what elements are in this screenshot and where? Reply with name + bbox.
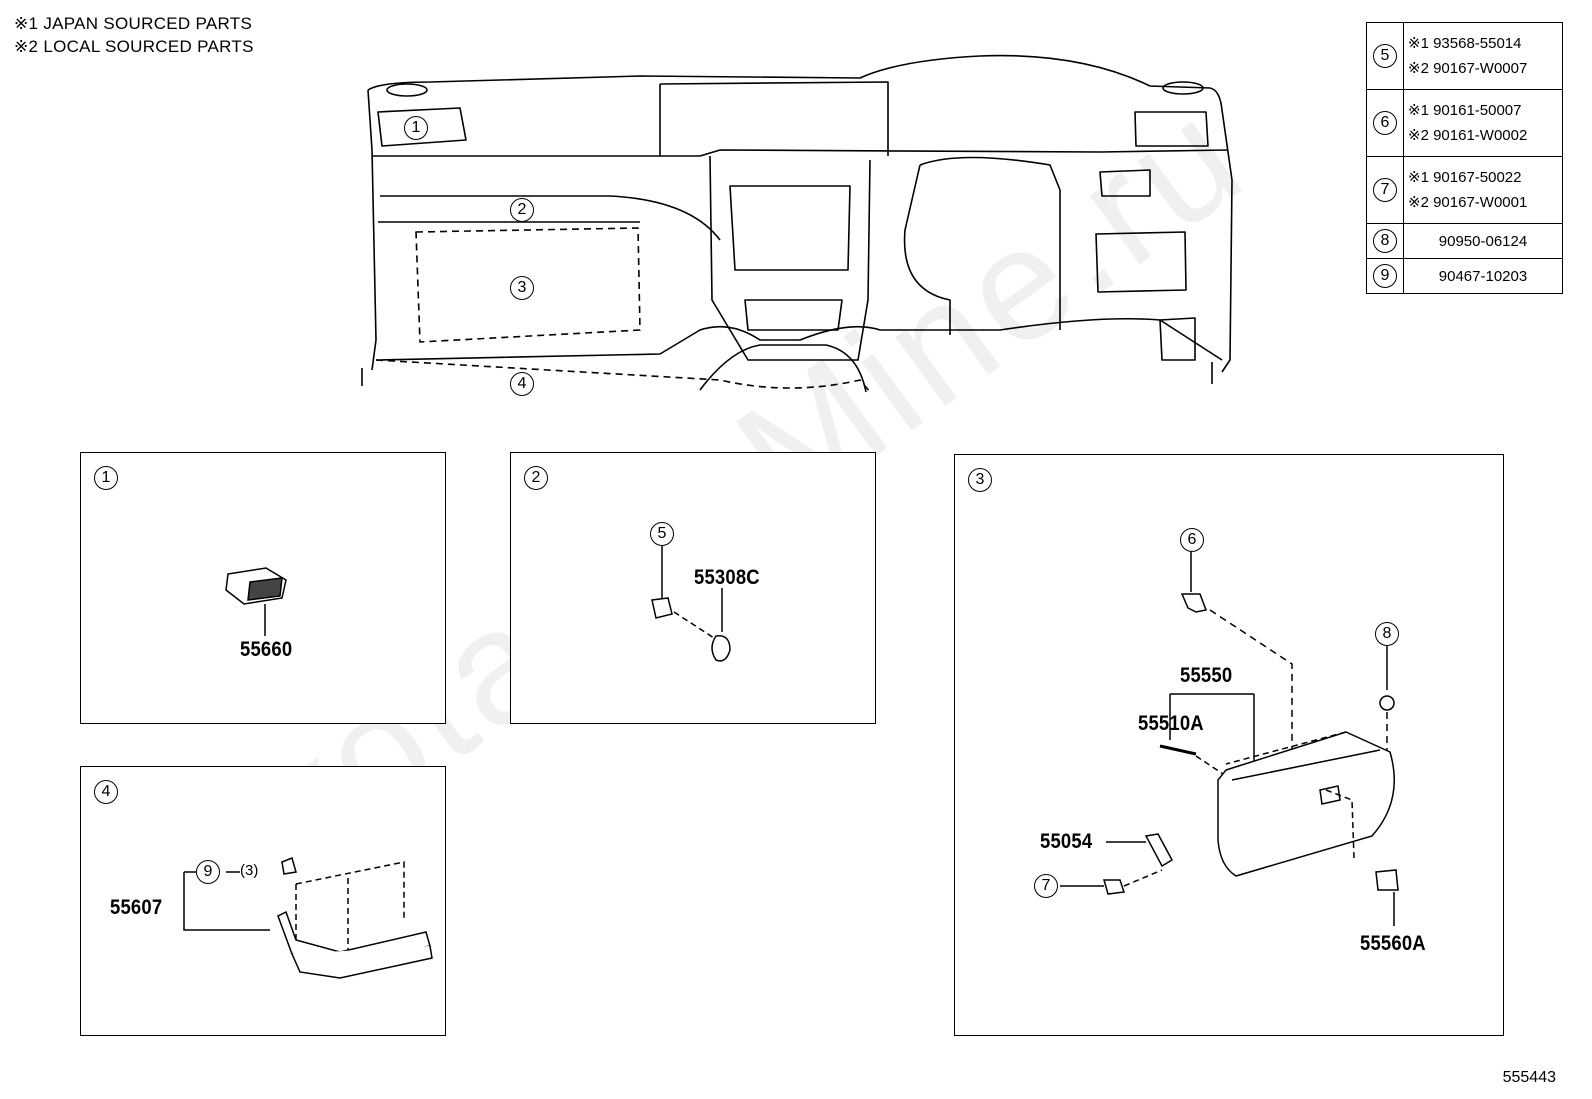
part-label-55660: 55660: [240, 638, 293, 661]
note-japan-sourced: ※1 JAPAN SOURCED PARTS: [14, 14, 253, 33]
panel-number-2: 2: [524, 466, 548, 490]
table-row: 7 ※1 90167-50022 ※2 90167-W0001: [1366, 156, 1563, 224]
part-number: 90950-06124: [1403, 223, 1563, 259]
overview-callout-3: 3: [510, 276, 534, 300]
diagram-id: 555443: [1502, 1069, 1556, 1086]
part-label-55560A: 55560A: [1360, 932, 1426, 955]
detail-panel-3: [954, 454, 1504, 1036]
table-row: 9 90467-10203: [1366, 258, 1563, 294]
part-number: ※1 90161-50007: [1408, 102, 1522, 119]
panel-number-3: 3: [968, 468, 992, 492]
part-label-55607: 55607: [110, 896, 163, 919]
part-number: 90467-10203: [1403, 258, 1563, 294]
callout-5: 5: [650, 522, 674, 546]
overview-callout-1: 1: [404, 116, 428, 140]
overview-callout-2: 2: [510, 198, 534, 222]
callout-6: 6: [1180, 528, 1204, 552]
panel-number-4: 4: [94, 780, 118, 804]
part-label-55510A: 55510A: [1138, 712, 1204, 735]
part-number: ※1 93568-55014: [1408, 35, 1522, 52]
part-label-55308C: 55308C: [694, 566, 760, 589]
part-number-reference-table: 5 ※1 93568-55014 ※2 90167-W0007 6 ※1 9016…: [1366, 22, 1563, 294]
part-number: ※2 90161-W0002: [1408, 127, 1528, 144]
callout-9: 9: [196, 860, 220, 884]
detail-panel-4: [80, 766, 446, 1036]
table-row: 8 90950-06124: [1366, 223, 1563, 259]
callout-7: 7: [1034, 874, 1058, 898]
part-label-55550: 55550: [1180, 664, 1233, 687]
part-number: ※2 90167-W0001: [1408, 194, 1528, 211]
callout-key: 5: [1373, 44, 1397, 68]
detail-panel-2: [510, 452, 876, 724]
part-number: ※1 90167-50022: [1408, 169, 1522, 186]
overview-callout-4: 4: [510, 372, 534, 396]
callout-key: 9: [1373, 264, 1397, 288]
part-number: ※2 90167-W0007: [1408, 60, 1528, 77]
table-row: 6 ※1 90161-50007 ※2 90161-W0002: [1366, 89, 1563, 157]
quantity-label: (3): [240, 862, 259, 879]
part-label-55054: 55054: [1040, 830, 1093, 853]
note-local-sourced: ※2 LOCAL SOURCED PARTS: [14, 37, 254, 56]
callout-8: 8: [1375, 622, 1399, 646]
callout-key: 8: [1373, 229, 1397, 253]
callout-key: 6: [1373, 111, 1397, 135]
callout-key: 7: [1373, 178, 1397, 202]
panel-number-1: 1: [94, 466, 118, 490]
